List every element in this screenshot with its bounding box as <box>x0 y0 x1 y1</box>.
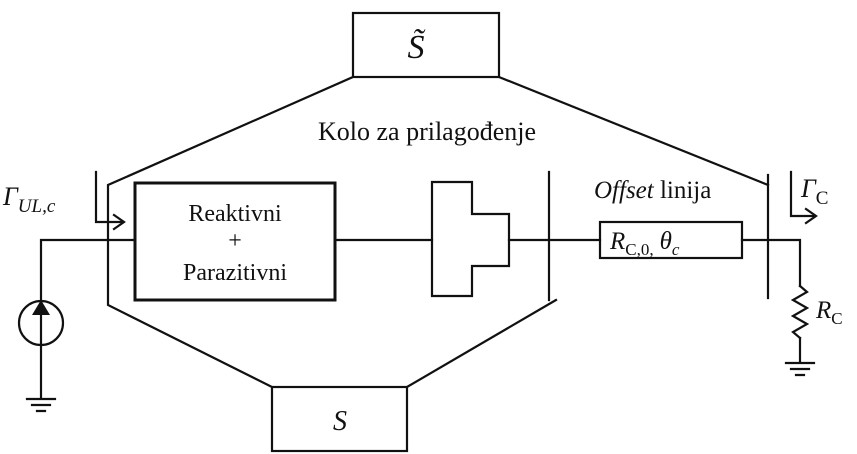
offset-label-italic: Offset <box>594 177 655 204</box>
device-symbol <box>430 180 511 298</box>
gamma-c-label: ΓC <box>800 174 828 209</box>
gamma-c-subscript: C <box>816 188 829 209</box>
gamma-c-arrow <box>789 170 817 218</box>
reactive-parasitic-block <box>133 181 337 302</box>
offset-theta-symbol: θ <box>660 228 672 255</box>
s-tilde-box <box>351 11 501 79</box>
gamma-ul-subscript: UL,c <box>18 196 56 217</box>
block-label-line3: Parazitivni <box>183 260 287 286</box>
offset-label-rest: linija <box>654 177 712 204</box>
offset-line-params: RC,0, θc <box>609 228 680 259</box>
resistor-symbol: R <box>815 297 831 324</box>
gamma-c-symbol: Γ <box>800 174 817 203</box>
gamma-ul-arrowhead <box>112 213 126 231</box>
offset-line-label: Offset linija <box>594 177 711 204</box>
source-wire <box>39 238 137 308</box>
block-label-line1: Reaktivni <box>188 201 282 227</box>
offset-theta-subscript: c <box>672 240 680 259</box>
load-ground <box>784 361 816 377</box>
gamma-ul-arrow <box>94 170 125 224</box>
line-to-load-wire <box>740 238 802 288</box>
current-source-arrowhead <box>32 300 50 315</box>
offset-r-subscript: C,0, <box>625 240 653 259</box>
offset-r-symbol: R <box>609 228 625 255</box>
matching-network-outline <box>106 75 770 389</box>
resistor-subscript: C <box>831 309 842 328</box>
s-box <box>270 385 409 453</box>
s-tilde-label: S̃ <box>408 28 426 66</box>
block-label-line2: + <box>228 228 242 254</box>
load-resistor <box>790 284 810 340</box>
gamma-c-arrowhead <box>804 207 818 225</box>
gamma-ul-label: ΓUL,c <box>2 182 56 217</box>
s-label: S <box>333 406 347 437</box>
matching-network-label: Kolo za prilagođenje <box>318 117 536 146</box>
resistor-label: RC <box>815 297 843 328</box>
gamma-ul-symbol: Γ <box>2 182 19 211</box>
source-ground <box>25 397 57 413</box>
